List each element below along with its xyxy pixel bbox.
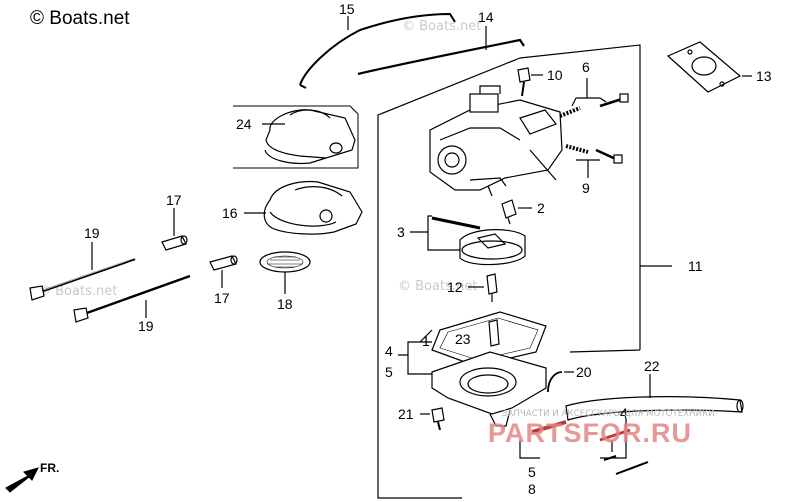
callout-18: 18	[277, 296, 293, 312]
callout-11: 11	[688, 258, 703, 274]
faint-watermark: © Boats.net	[38, 284, 117, 299]
part-19-bolt-lower	[73, 274, 191, 323]
lower-screw-set	[531, 420, 649, 475]
callout-2: 2	[537, 200, 545, 216]
callout-21: 21	[398, 406, 414, 422]
part-2-jet	[501, 199, 517, 225]
callout-6: 6	[582, 59, 590, 75]
part-16-intake-elbow	[263, 180, 363, 235]
callout-5-left: 5	[385, 364, 393, 380]
callout-20: 20	[576, 364, 592, 380]
faint-watermark: © Boats.net	[402, 19, 481, 34]
part-6-screw-set	[559, 78, 629, 118]
callout-13: 13	[756, 68, 772, 84]
assembly-bracket	[377, 44, 641, 499]
part-19-bolt-upper	[29, 256, 139, 301]
part-1-gasket	[431, 311, 547, 367]
callout-1: 1	[422, 333, 430, 349]
callout-3: 3	[397, 224, 405, 240]
callout-4-lower: 4	[620, 405, 628, 421]
callout-5-lower: 5	[528, 464, 536, 480]
part-14-link-rod	[357, 38, 525, 76]
callout-8: 8	[528, 481, 536, 497]
part-15-rod	[299, 12, 456, 86]
callout-12: 12	[447, 279, 463, 295]
part-3-float	[431, 216, 526, 266]
part-24-intake-elbow	[233, 105, 359, 169]
part-23-pin	[488, 319, 500, 347]
float-chamber-bowl	[431, 351, 547, 427]
part-22-tube	[565, 396, 744, 421]
part-21-screw	[431, 407, 445, 431]
front-direction-label: FR.	[40, 461, 59, 475]
faint-watermarks: © Boats.net © Boats.net © Boats.net	[38, 19, 481, 299]
part-18-screen	[259, 251, 311, 273]
part-13-gasket	[666, 41, 742, 93]
front-direction-arrow: FR.	[5, 461, 59, 493]
part-17-dowel-lower	[209, 255, 238, 271]
callout-17-lower: 17	[214, 290, 230, 306]
callout-19-lower: 19	[138, 318, 154, 334]
part-9-screw-set	[565, 144, 623, 178]
shop-watermark-logo: PARTSFOR.RU	[488, 418, 692, 448]
callout-24: 24	[236, 116, 252, 132]
callout-10: 10	[547, 67, 563, 83]
callout-15: 15	[339, 1, 355, 17]
part-10-screw	[517, 67, 531, 97]
part-12-needle-valve	[486, 273, 498, 302]
shop-watermark-line: ЗАПЧАСТИ И АКСЕССУАРЫ ДЛЯ МОТОТЕХНИКИ	[502, 409, 715, 419]
callout-22: 22	[644, 358, 660, 374]
callout-9: 9	[582, 180, 590, 196]
callout-17-upper: 17	[166, 192, 182, 208]
brand-watermark: © Boats.net	[30, 8, 130, 29]
callout-4-left: 4	[385, 343, 393, 359]
part-20-hose	[547, 371, 563, 393]
callout-16: 16	[222, 205, 238, 221]
callout-23: 23	[455, 331, 471, 347]
carburetor-body	[429, 85, 563, 197]
faint-watermark: © Boats.net	[398, 279, 477, 294]
callout-14: 14	[478, 9, 494, 25]
part-17-dowel-upper	[161, 235, 188, 251]
callout-19-upper: 19	[84, 225, 100, 241]
callout-labels: 15 14 13 10 6 9 24 16 17 17 19 19 18 2 3…	[84, 1, 772, 497]
